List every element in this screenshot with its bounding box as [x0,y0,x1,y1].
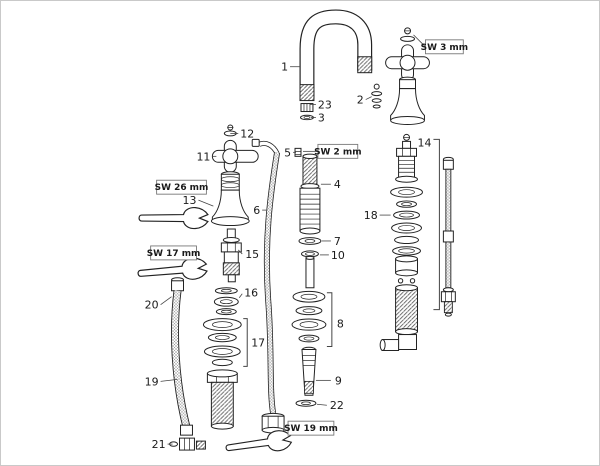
part-label-15: 15 [245,248,259,261]
right-handle-group [385,27,430,125]
sw17-label: SW 17 mm [147,249,201,259]
hose-fittings-part [169,437,206,451]
part-label-17: 17 [251,337,265,350]
left-handle-group [210,124,259,227]
cross-handle-hub-left [222,148,239,165]
part-label-10: 10 [331,249,345,262]
wrench-sw26-icon [138,206,209,230]
cartridge-part [220,228,242,283]
spout-part [299,9,373,102]
cross-handle-hub [399,54,416,71]
spout-thread-right [357,56,373,74]
seal-stack-part [291,290,327,343]
washer-stack-part [202,318,242,367]
spindle-part [301,346,317,396]
hose-nut-part [261,412,285,434]
supply-hose-part [171,277,193,436]
sw3-label-box: SW 3 mm [413,34,468,55]
valve-stack-part [379,133,423,351]
part-label-18: 18 [364,209,378,222]
part-label-19: 19 [145,375,159,388]
sw19-label: SW 19 mm [284,424,338,434]
valve-rod-part [305,255,315,289]
part-label-23: 23 [318,99,332,112]
part-label-6: 6 [253,204,260,217]
part-label-3: 3 [318,111,325,124]
part-label-22: 22 [330,399,344,412]
sw26-label-box: SW 26 mm [155,179,209,195]
part-labels: 1 23 3 2 12 11 5 4 13 6 15 16 17 20 19 2… [145,61,440,451]
sw19-label-box: SW 19 mm [284,420,338,436]
oring-set-part [213,287,239,316]
part-label-1: 1 [281,61,288,74]
part-label-7: 7 [334,235,341,248]
part-label-16: 16 [244,287,258,300]
riser-part [299,153,321,235]
sw2-label: SW 2 mm [314,147,361,157]
flexible-hose-part [251,138,281,414]
part-label-2: 2 [357,94,364,107]
part-label-9: 9 [335,374,342,387]
handle-adapter-parts [371,83,383,109]
escutcheon-right [390,88,425,120]
washer-part-22 [295,399,317,407]
washer-part-7 [298,237,322,245]
sw2-label-box: SW 2 mm [302,143,362,159]
part-label-21: 21 [152,438,166,451]
spout-thread-bottom [299,84,315,102]
sw3-label: SW 3 mm [421,43,468,53]
sw26-label: SW 26 mm [155,183,209,193]
part-label-12: 12 [240,127,254,140]
part-label-13: 13 [183,194,197,207]
aerator-insert-part [300,103,314,113]
threaded-shank-part [206,369,238,430]
cartridge-hex-nut [220,242,242,253]
part-label-5: 5 [284,146,291,159]
elbow-body [398,334,417,350]
wrench-sw19-icon [224,428,293,459]
sw17-label-box: SW 17 mm [147,245,201,261]
part-label-11: 11 [196,150,210,163]
part-label-20: 20 [145,299,159,312]
part-label-8: 8 [337,318,344,331]
part-label-14: 14 [418,136,432,149]
part-label-4: 4 [334,178,341,191]
mounting-rod-part [440,156,456,317]
